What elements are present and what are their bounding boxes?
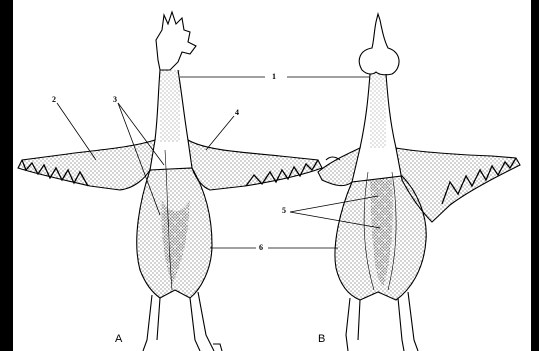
panel-label-b: B — [318, 334, 325, 345]
bird-b — [318, 14, 520, 351]
bird-a-legs — [143, 292, 214, 351]
callout-6: 6 — [259, 244, 263, 252]
callout-5: 5 — [282, 207, 286, 215]
bird-b-head — [359, 14, 399, 75]
bird-b-left-wing — [318, 148, 360, 186]
callout-1: 1 — [272, 73, 276, 81]
callout-3: 3 — [113, 96, 117, 104]
callout-2: 2 — [52, 96, 56, 104]
bird-b-legs — [346, 292, 418, 351]
panel-label-a: A — [115, 334, 122, 345]
callout-4: 4 — [235, 109, 239, 117]
bird-a-comb — [156, 12, 196, 70]
bird-a — [18, 12, 322, 351]
